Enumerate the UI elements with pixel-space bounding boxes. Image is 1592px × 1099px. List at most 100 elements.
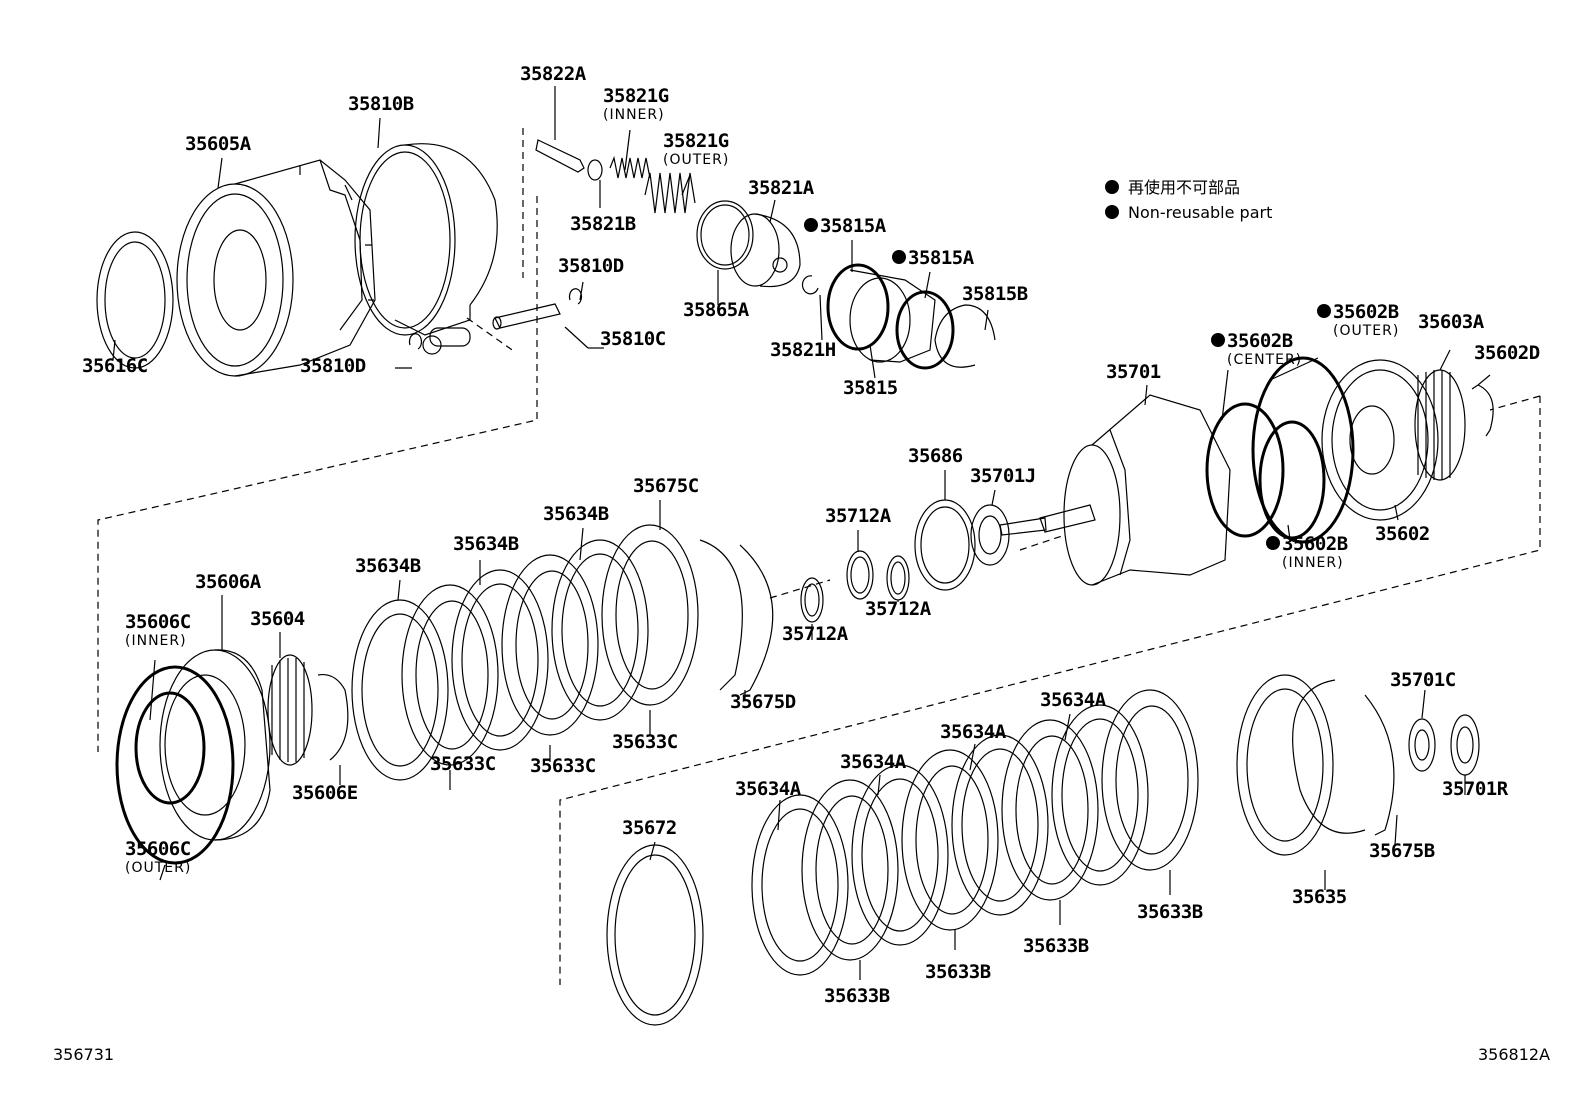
part-position-note: (INNER) <box>1282 555 1344 571</box>
part-number-label: 35712A <box>782 623 849 645</box>
part-number-label: 35603A <box>1418 311 1485 333</box>
part-position-note: (INNER) <box>125 633 187 649</box>
part-35634B-plate-1 <box>351 599 449 781</box>
part-number-label: 35602D <box>1474 342 1540 364</box>
part-number-label: 35606E <box>292 782 358 804</box>
part-number-label: 35810C <box>600 328 666 350</box>
part-number-label: 35634A <box>735 778 802 800</box>
part-35675B-shape-2 <box>1364 694 1395 836</box>
non-reusable-bullet-icon <box>1266 536 1280 550</box>
part-35604-shape <box>267 654 313 766</box>
part-number-label: 35701J <box>970 465 1036 487</box>
part-35701-shape <box>999 394 1231 586</box>
part-35634B-plate-3 <box>551 539 649 721</box>
part-35675D-shape <box>739 544 774 696</box>
part-number-label: 35810B <box>348 93 414 115</box>
part-number-label: 35675C <box>633 475 699 497</box>
part-35810B-shape <box>354 143 498 355</box>
part-number-label: 35602B <box>1282 533 1348 555</box>
part-35810D-clip-lower <box>408 333 423 350</box>
part-number-label: 35810D <box>558 255 624 277</box>
part-number-label: 35822A <box>520 63 587 85</box>
part-35606E-shape <box>317 673 349 761</box>
part-35634A-plate-4 <box>1051 704 1149 886</box>
part-number-label: 35821A <box>748 177 815 199</box>
part-number-label: 35634B <box>355 555 421 577</box>
non-reusable-bullet-icon <box>1105 205 1119 219</box>
part-number-label: 35633B <box>925 961 991 983</box>
part-number-label: 35633B <box>1137 901 1203 923</box>
part-number-label: 35634B <box>453 533 519 555</box>
part-number-label: 35821B <box>570 213 636 235</box>
part-35633C-disc-3 <box>601 524 699 706</box>
part-number-label: 35634A <box>1040 689 1107 711</box>
part-number-label: 35606A <box>195 571 262 593</box>
part-35634B-plate-2 <box>451 569 549 751</box>
part-number-label: 35675D <box>730 691 796 713</box>
part-number-label: 35616C <box>82 355 148 377</box>
part-number-label: 35701C <box>1390 669 1456 691</box>
part-number-label: 35602 <box>1375 523 1430 545</box>
part-35633C-disc-1 <box>401 584 499 766</box>
part-number-label: 35634A <box>840 751 907 773</box>
part-position-note: (CENTER) <box>1227 352 1302 368</box>
part-number-label: 35815 <box>843 377 898 399</box>
part-35810D-clip-upper <box>568 288 583 305</box>
part-35712A-washer-2 <box>846 550 874 600</box>
part-number-label: 35635 <box>1292 886 1347 908</box>
part-35602D-shape <box>1471 384 1494 437</box>
part-35606A-shape <box>159 649 271 841</box>
part-position-note: (OUTER) <box>1333 323 1399 339</box>
leader-lines <box>112 86 1491 980</box>
part-position-note: (OUTER) <box>125 860 191 876</box>
part-35616C-shape <box>96 231 174 369</box>
part-number-label: 35634A <box>940 721 1007 743</box>
clutch-hub-assembly <box>800 356 1494 623</box>
part-35633B-disc-2 <box>901 749 999 931</box>
non-reusable-bullet-icon <box>1211 333 1225 347</box>
part-35675B-shape-1 <box>1292 679 1366 834</box>
part-35675C-shape <box>699 539 743 691</box>
legend-japanese: 再使用不可部品 <box>1128 178 1240 197</box>
part-35821H-shape <box>801 275 819 295</box>
part-35821G-outer-shape <box>644 172 696 214</box>
part-35822A-shape <box>535 139 585 173</box>
part-35810C-shape <box>494 303 561 329</box>
part-35633B-disc-1 <box>801 779 899 961</box>
part-35701J-shape <box>970 504 1010 566</box>
upper-clutch-pack <box>115 524 774 865</box>
non-reusable-bullet-icon <box>892 250 906 264</box>
part-number-label: 35810D <box>300 355 366 377</box>
part-number-label: 35606C <box>125 611 191 633</box>
part-35686-shape <box>914 499 976 591</box>
part-35602B-outer-shape <box>1251 356 1355 544</box>
part-35606C-outer-shape <box>115 665 235 865</box>
part-number-label: 35633C <box>530 755 596 777</box>
part-number-label: 35606C <box>125 838 191 860</box>
non-reusable-bullet-icon <box>804 218 818 232</box>
part-35672-shape <box>606 844 704 1026</box>
part-35602-shape <box>1321 359 1439 521</box>
non-reusable-bullet-icon <box>1105 180 1119 194</box>
part-35606C-inner-shape <box>134 691 206 805</box>
part-35603A-shape <box>1414 369 1466 481</box>
part-35634A-plate-3 <box>951 734 1049 916</box>
non-reusable-bullet-icon <box>1317 304 1331 318</box>
part-number-label: 35633C <box>430 753 496 775</box>
part-number-label: 35633B <box>1023 935 1089 957</box>
part-number-label: 35865A <box>683 299 750 321</box>
part-number-label: 35815B <box>962 283 1028 305</box>
part-35821B-shape <box>587 159 603 181</box>
part-35701R-shape <box>1450 714 1480 776</box>
part-number-label: 35701 <box>1106 361 1161 383</box>
part-number-label: 35815A <box>908 247 975 269</box>
part-number-label: 35815A <box>820 215 887 237</box>
part-35605A-shape <box>176 159 376 377</box>
lower-clutch-pack <box>606 674 1480 1026</box>
part-number-label: 35712A <box>865 598 932 620</box>
part-number-label: 35821H <box>770 339 836 361</box>
part-number-label: 35672 <box>622 817 677 839</box>
part-number-label: 35602B <box>1333 301 1399 323</box>
part-35602B-center-shape <box>1205 402 1285 538</box>
